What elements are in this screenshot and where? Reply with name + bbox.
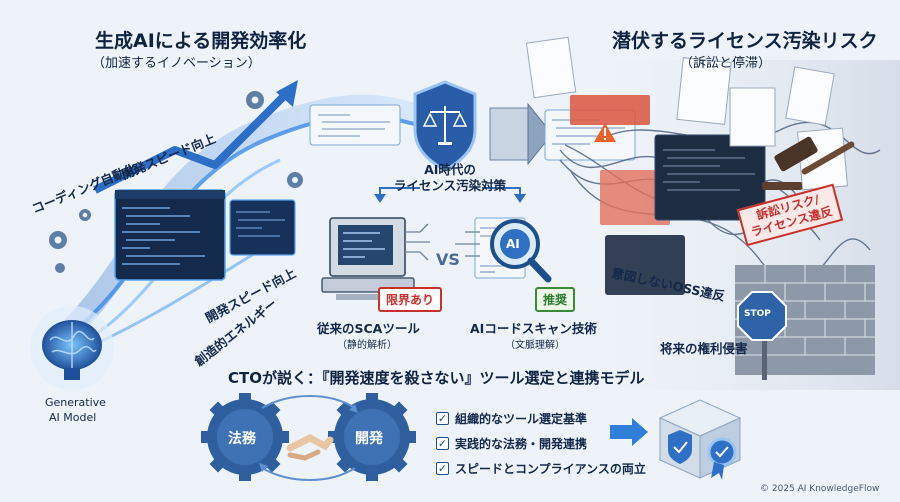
ai-scan-label: AIコードスキャン技術: [470, 321, 597, 336]
secure-package-icon: [658, 399, 742, 480]
legacy-sca-label: 従来のSCAツール: [317, 321, 420, 336]
dev-gear-label: 開発: [355, 431, 383, 447]
left-title: 生成AIによる開発効率化: [95, 30, 307, 52]
checklist-item: ✓ 実践的な法務・開発連携: [436, 435, 646, 452]
left-code-windows: [114, 104, 401, 281]
brain-icon: [30, 306, 114, 390]
checkbox-icon: ✓: [436, 437, 449, 450]
brain-label-line1: Generative: [45, 396, 106, 409]
bottom-title: CTOが説く：『開発速度を殺さない』ツール選定と連携モデル: [228, 369, 645, 387]
limited-badge: 限界あり: [378, 287, 443, 312]
checklist: ✓ 組織的なツール選定基準 ✓ 実践的な法務・開発連携 ✓ スピードとコンプライアンス…: [436, 410, 646, 477]
gavel-icon: [762, 136, 855, 190]
shield-icon: [413, 80, 477, 172]
center-bracket: [374, 187, 526, 203]
vs-label: VS: [436, 250, 460, 269]
checklist-item-text: 実践的な法務・開発連携: [455, 437, 588, 451]
result-arrow: [610, 418, 648, 446]
checkbox-icon: ✓: [436, 412, 449, 425]
stop-sign-text: STOP: [744, 309, 771, 319]
checklist-item: ✓ スピードとコンプライアンスの両立: [436, 460, 646, 477]
stop-sign-icon: [737, 291, 787, 380]
checklist-item-text: スピードとコンプライアンスの両立: [455, 462, 646, 476]
center-heading-line2: ライセンス汚染対策: [393, 178, 507, 193]
checklist-item: ✓ 組織的なツール選定基準: [436, 410, 646, 427]
checklist-item-text: 組織的なツール選定基準: [455, 412, 588, 426]
left-subtitle: （加速するイノベーション）: [92, 56, 261, 71]
ai-scan-sub: （文脈理解）: [505, 340, 565, 351]
right-subtitle: （訴訟と停滞）: [680, 56, 772, 71]
left-gears: [49, 91, 303, 273]
ai-lens-label: AI: [506, 237, 520, 251]
growth-arrow: [93, 80, 298, 194]
label-future-infringement: 将来の権利侵害: [660, 341, 748, 356]
legacy-sca-sub: （静的解析）: [337, 340, 397, 351]
handshake-icon: [259, 395, 358, 481]
center-heading-line1: AI時代の: [424, 162, 476, 177]
risk-code-windows: [570, 95, 766, 295]
legacy-computer-icon: [321, 217, 430, 300]
center-heading: AI時代の ライセンス汚染対策: [390, 162, 510, 194]
legal-gear-icon: [201, 393, 289, 481]
dev-gear-icon: [328, 393, 416, 481]
legal-gear-label: 法務: [228, 431, 256, 447]
recommended-badge: 推奨: [535, 287, 576, 312]
checkbox-icon: ✓: [436, 462, 449, 475]
copyright: © 2025 AI KnowledgeFlow: [760, 484, 880, 494]
brain-label-line2: AI Model: [49, 411, 97, 424]
right-title: 潜伏するライセンス汚染リスク: [612, 30, 878, 52]
legal-documents: [525, 36, 848, 191]
ai-scanner-icon: [455, 217, 552, 283]
